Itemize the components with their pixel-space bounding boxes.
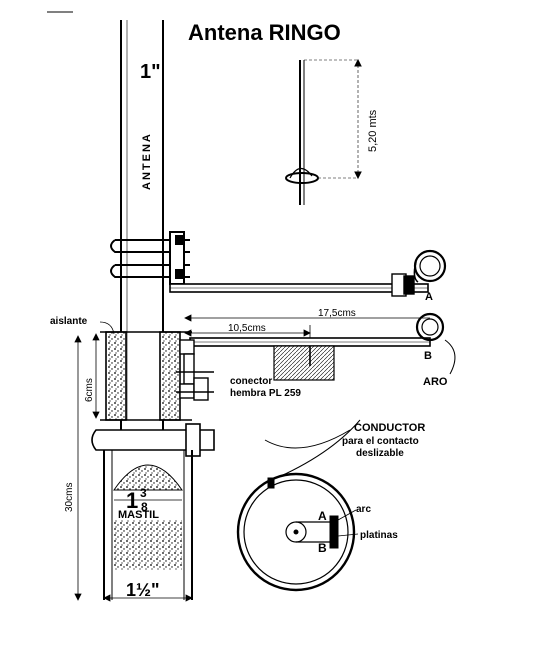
point-a-label: A bbox=[425, 291, 433, 303]
aislante-label: aislante bbox=[50, 316, 88, 327]
point-b-label: B bbox=[424, 350, 432, 362]
sleeve-bolts bbox=[176, 339, 214, 401]
mast-fill-top bbox=[113, 464, 183, 491]
upper-arm bbox=[169, 249, 447, 297]
connector-label-2: hembra PL 259 bbox=[230, 388, 301, 399]
pipe-size-label: 1" bbox=[140, 61, 161, 83]
conductor-arc-leader bbox=[264, 429, 351, 449]
conductor-label-3: deslizable bbox=[356, 448, 404, 459]
bottom-dim-label: 1½" bbox=[126, 580, 160, 600]
cross-bolt bbox=[91, 423, 215, 457]
aro-leader bbox=[444, 339, 456, 375]
platinas-leader bbox=[337, 533, 359, 537]
arc-leader bbox=[337, 509, 357, 521]
platinas-label: platinas bbox=[360, 530, 398, 541]
frac-num: 3 bbox=[140, 486, 147, 500]
conductor-label-1: CONDUCTOR bbox=[354, 422, 425, 434]
dim-30cms-line bbox=[74, 335, 82, 601]
mast-tube bbox=[103, 450, 193, 600]
height-dim-label: 5,20 mts bbox=[367, 109, 379, 152]
mast-fill-bottom bbox=[114, 520, 182, 570]
ringo-overview bbox=[285, 58, 362, 205]
dim-30cms-label: 30cms bbox=[64, 483, 75, 512]
detail-a-label: A bbox=[318, 509, 327, 523]
ring-detail bbox=[236, 472, 356, 592]
diagram-title: Antena RINGO bbox=[188, 20, 341, 45]
dim-6cms-label: 6cms bbox=[84, 378, 95, 402]
pipe-clamps bbox=[110, 231, 190, 285]
mastil-label: MASTIL bbox=[118, 509, 159, 521]
aislante-leader bbox=[99, 321, 115, 335]
antena-vertical-label: ANTENA bbox=[141, 132, 153, 190]
dim-175-label: 17,5cms bbox=[318, 308, 356, 319]
dim-6cms-line bbox=[92, 333, 100, 419]
frac-whole: 1 bbox=[126, 488, 138, 513]
dim-175-line bbox=[184, 314, 430, 322]
connector-block bbox=[273, 345, 335, 381]
detail-b-label: B bbox=[318, 541, 327, 555]
bottom-dim-line bbox=[103, 594, 193, 602]
conductor-leader-line bbox=[271, 419, 361, 481]
aro-label: ARO bbox=[423, 376, 448, 388]
antenna-pipe bbox=[120, 20, 164, 440]
arc-label: arc bbox=[356, 504, 371, 515]
connector-label-1: conector bbox=[230, 376, 272, 387]
frac-den: 8 bbox=[141, 500, 148, 514]
insulator-sleeve bbox=[100, 331, 192, 421]
conductor-label-2: para el contacto bbox=[342, 436, 419, 447]
dim-105-label: 10,5cms bbox=[228, 323, 266, 334]
